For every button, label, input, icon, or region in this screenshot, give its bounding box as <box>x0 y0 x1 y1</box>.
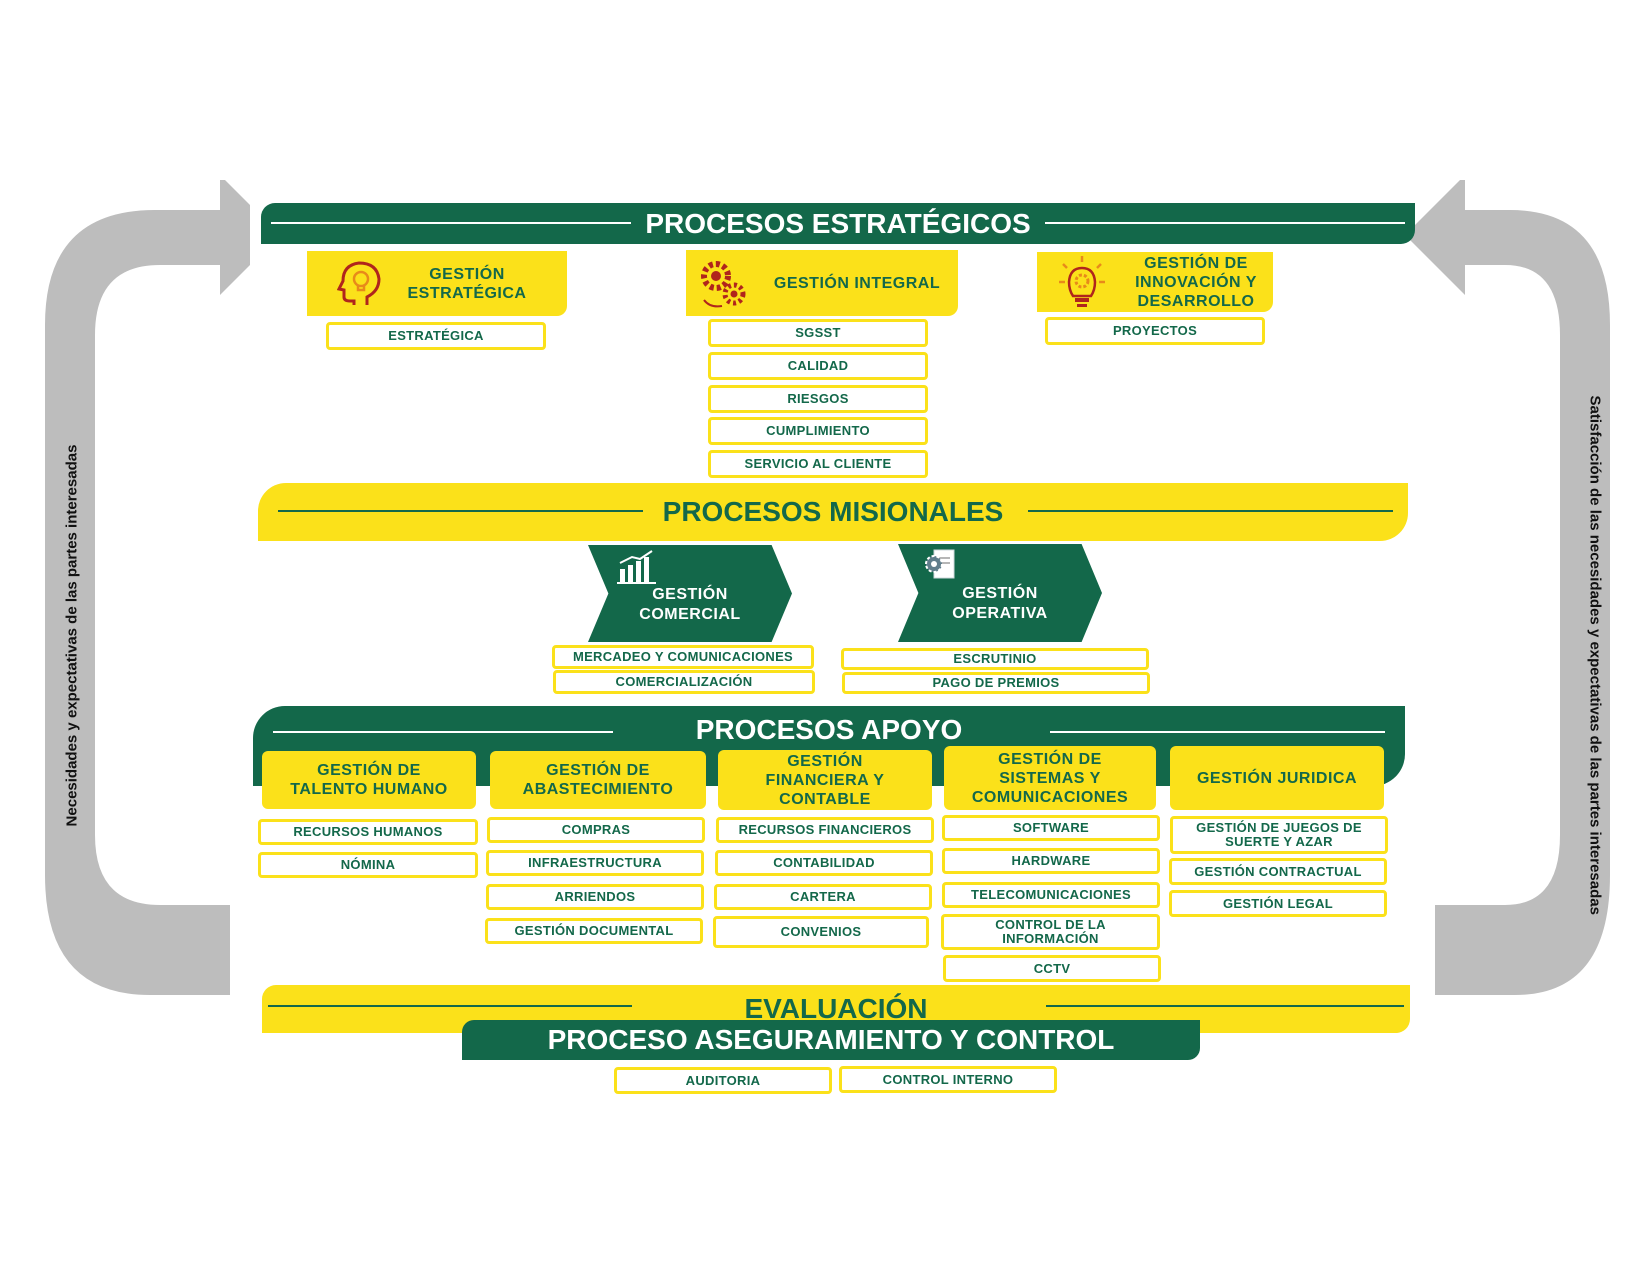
process-gestion-comercial[interactable]: GESTIÓN COMERCIAL <box>588 545 792 642</box>
sub-software[interactable]: SOFTWARE <box>942 815 1160 841</box>
process-label: GESTIÓN INTEGRAL <box>773 274 941 292</box>
lightbulb-gear-icon <box>1059 256 1105 307</box>
right-side-text: Satisfacción de las necesidades y expect… <box>1586 395 1604 915</box>
assurance-title: PROCESO ASEGURAMIENTO Y CONTROL <box>547 1024 1115 1055</box>
sub-estrategica[interactable]: ESTRATÉGICA <box>326 322 546 350</box>
process-label: GESTIÓN COMERCIAL <box>639 585 741 623</box>
process-label: GESTIÓN JURIDICA <box>1196 769 1357 787</box>
process-label: GESTIÓN DE INNOVACIÓN Y DESARROLLO <box>1135 254 1257 310</box>
sub-cartera[interactable]: CARTERA <box>714 884 932 910</box>
sub-auditoria[interactable]: AUDITORIA <box>614 1067 832 1094</box>
process-gestion-integral[interactable]: GESTIÓN INTEGRAL <box>686 250 958 316</box>
sub-mercadeo[interactable]: MERCADEO Y COMUNICACIONES <box>552 645 814 669</box>
sub-cumplimiento[interactable]: CUMPLIMIENTO <box>708 417 928 445</box>
process-label: GESTIÓN DE SISTEMAS Y COMUNICACIONES <box>971 750 1129 806</box>
sub-comercializacion[interactable]: COMERCIALIZACIÓN <box>553 670 815 694</box>
process-gestion-operativa[interactable]: GESTIÓN OPERATIVA <box>898 544 1102 642</box>
bar-chart-icon <box>617 550 656 584</box>
process-juridica[interactable]: GESTIÓN JURIDICA <box>1170 746 1384 810</box>
assurance-banner: PROCESO ASEGURAMIENTO Y CONTROL <box>462 1020 1200 1060</box>
process-gestion-innovacion[interactable]: GESTIÓN DE INNOVACIÓN Y DESARROLLO <box>1037 252 1273 312</box>
process-talento-humano[interactable]: GESTIÓN DE TALENTO HUMANO <box>262 751 476 809</box>
sub-proyectos[interactable]: PROYECTOS <box>1045 317 1265 345</box>
process-label: GESTIÓN DE ABASTECIMIENTO <box>522 762 674 798</box>
sub-convenios[interactable]: CONVENIOS <box>713 916 929 948</box>
left-side-text: Necesidades y expectativas de las partes… <box>63 444 81 827</box>
sub-servicio-cliente[interactable]: SERVICIO AL CLIENTE <box>708 450 928 478</box>
sub-infraestructura[interactable]: INFRAESTRUCTURA <box>486 850 704 876</box>
sub-gestion-documental[interactable]: GESTIÓN DOCUMENTAL <box>485 918 703 944</box>
gears-icon <box>701 261 746 308</box>
head-lightbulb-icon <box>337 261 381 305</box>
strategic-banner: PROCESOS ESTRATÉGICOS <box>261 203 1415 244</box>
left-cycle-arrow <box>45 180 250 995</box>
sub-gestion-legal[interactable]: GESTIÓN LEGAL <box>1169 890 1387 917</box>
sub-riesgos[interactable]: RIESGOS <box>708 385 928 413</box>
sub-arriendos[interactable]: ARRIENDOS <box>486 884 704 910</box>
strategic-title: PROCESOS ESTRATÉGICOS <box>645 207 1031 239</box>
sub-escrutinio[interactable]: ESCRUTINIO <box>841 648 1149 670</box>
sub-gestion-contractual[interactable]: GESTIÓN CONTRACTUAL <box>1169 858 1387 885</box>
sub-control-informacion[interactable]: CONTROL DE LA INFORMACIÓN <box>941 914 1160 950</box>
sub-pago-premios[interactable]: PAGO DE PREMIOS <box>842 672 1150 694</box>
missional-banner: PROCESOS MISIONALES <box>258 483 1408 541</box>
sub-calidad[interactable]: CALIDAD <box>708 352 928 380</box>
process-label: GESTIÓN ESTRATÉGICA <box>407 265 527 302</box>
evaluation-title: EVALUACIÓN <box>744 993 928 1024</box>
sub-recursos-humanos[interactable]: RECURSOS HUMANOS <box>258 819 478 845</box>
right-cycle-arrow <box>1405 180 1610 995</box>
process-financiera[interactable]: GESTIÓN FINANCIERA Y CONTABLE <box>718 750 932 810</box>
process-label: GESTIÓN DE TALENTO HUMANO <box>290 762 448 798</box>
sub-contabilidad[interactable]: CONTABILIDAD <box>715 850 933 876</box>
sub-control-interno[interactable]: CONTROL INTERNO <box>839 1066 1057 1093</box>
sub-telecomunicaciones[interactable]: TELECOMUNICACIONES <box>942 882 1160 908</box>
gear-document-icon <box>925 549 955 579</box>
sub-sgsst[interactable]: SGSST <box>708 319 928 347</box>
process-label: GESTIÓN OPERATIVA <box>952 585 1048 622</box>
sub-juegos-suerte-azar[interactable]: GESTIÓN DE JUEGOS DE SUERTE Y AZAR <box>1170 816 1388 854</box>
sub-nomina[interactable]: NÓMINA <box>258 852 478 878</box>
process-gestion-estrategica[interactable]: GESTIÓN ESTRATÉGICA <box>307 251 567 316</box>
missional-title: PROCESOS MISIONALES <box>662 496 1004 527</box>
process-abastecimiento[interactable]: GESTIÓN DE ABASTECIMIENTO <box>490 751 706 809</box>
sub-hardware[interactable]: HARDWARE <box>942 848 1160 874</box>
support-title: PROCESOS APOYO <box>695 714 963 745</box>
sub-recursos-financieros[interactable]: RECURSOS FINANCIEROS <box>716 817 934 843</box>
process-label: GESTIÓN FINANCIERA Y CONTABLE <box>765 752 885 808</box>
sub-compras[interactable]: COMPRAS <box>487 817 705 843</box>
sub-cctv[interactable]: CCTV <box>943 955 1161 982</box>
process-sistemas[interactable]: GESTIÓN DE SISTEMAS Y COMUNICACIONES <box>944 746 1156 810</box>
